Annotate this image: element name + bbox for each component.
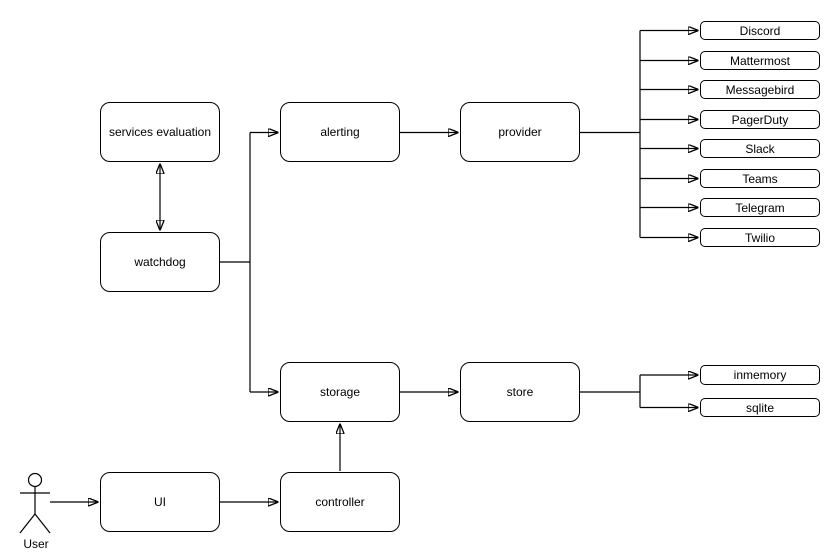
node-mattermost: Mattermost [700,51,820,70]
node-watchdog: watchdog [100,232,220,292]
actor-label: User [23,537,49,551]
node-alerting: alerting [280,102,400,162]
node-storage: storage [280,362,400,422]
node-inmemory: inmemory [700,365,820,385]
node-provider: provider [460,102,580,162]
node-services-evaluation: services evaluation [100,102,220,162]
node-sqlite: sqlite [700,398,820,417]
node-teams: Teams [700,169,820,188]
node-ui: UI [100,472,220,532]
node-telegram: Telegram [700,198,820,217]
edge-provider-fanout [580,31,698,238]
node-twilio: Twilio [700,228,820,247]
edge-watchdog-trunk [220,132,251,392]
node-messagebird: Messagebird [700,80,820,99]
node-store: store [460,362,580,422]
edge-store-fanout [580,375,698,408]
node-discord: Discord [700,21,820,40]
node-controller: controller [280,472,400,532]
node-slack: Slack [700,139,820,158]
node-pagerduty: PagerDuty [700,110,820,129]
user-actor-icon [19,472,51,534]
